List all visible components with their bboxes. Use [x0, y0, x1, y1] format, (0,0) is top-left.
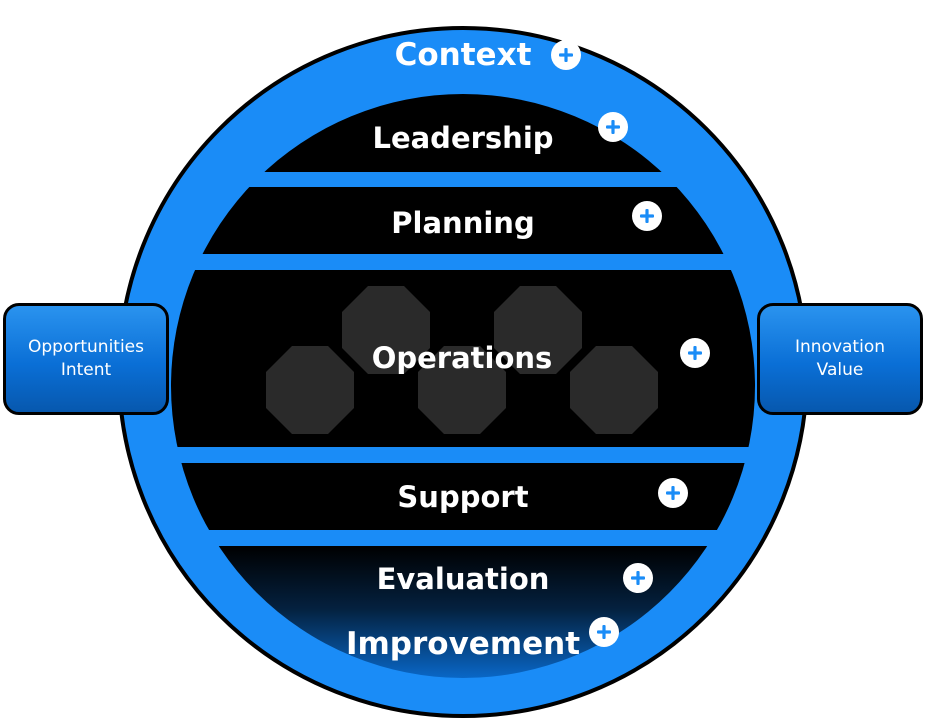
expand-leadership-plus-icon[interactable]: [598, 112, 628, 142]
expand-improvement-plus-icon[interactable]: [589, 617, 619, 647]
support-label: Support: [397, 480, 528, 514]
inputs-line-2: Intent: [60, 360, 112, 380]
expand-operations-plus-icon[interactable]: [680, 338, 710, 368]
outputs-line-1: Innovation: [794, 337, 885, 357]
context-label: Context: [395, 37, 532, 73]
leadership-label: Leadership: [372, 121, 553, 155]
evaluation-label: Evaluation: [377, 562, 550, 596]
expand-evaluation-plus-icon[interactable]: [623, 563, 653, 593]
octagon-shape: [266, 346, 354, 434]
expand-planning-plus-icon[interactable]: [632, 201, 662, 231]
improvement-label: Improvement: [346, 626, 580, 662]
octagon-shape: [342, 286, 430, 374]
octagon-shape: [570, 346, 658, 434]
band-support[interactable]: [150, 463, 776, 530]
octagon-shape: [494, 286, 582, 374]
expand-context-plus-icon[interactable]: [551, 40, 581, 70]
outputs-box[interactable]: Innovation Value: [757, 303, 923, 415]
planning-label: Planning: [391, 206, 534, 240]
inputs-box[interactable]: Opportunities Intent: [3, 303, 169, 415]
operations-label: Operations: [372, 341, 553, 375]
expand-support-plus-icon[interactable]: [658, 478, 688, 508]
outputs-line-2: Value: [816, 360, 864, 380]
octagon-shape: [418, 346, 506, 434]
inputs-line-1: Opportunities: [28, 337, 144, 357]
operations-octagons: [266, 286, 658, 434]
